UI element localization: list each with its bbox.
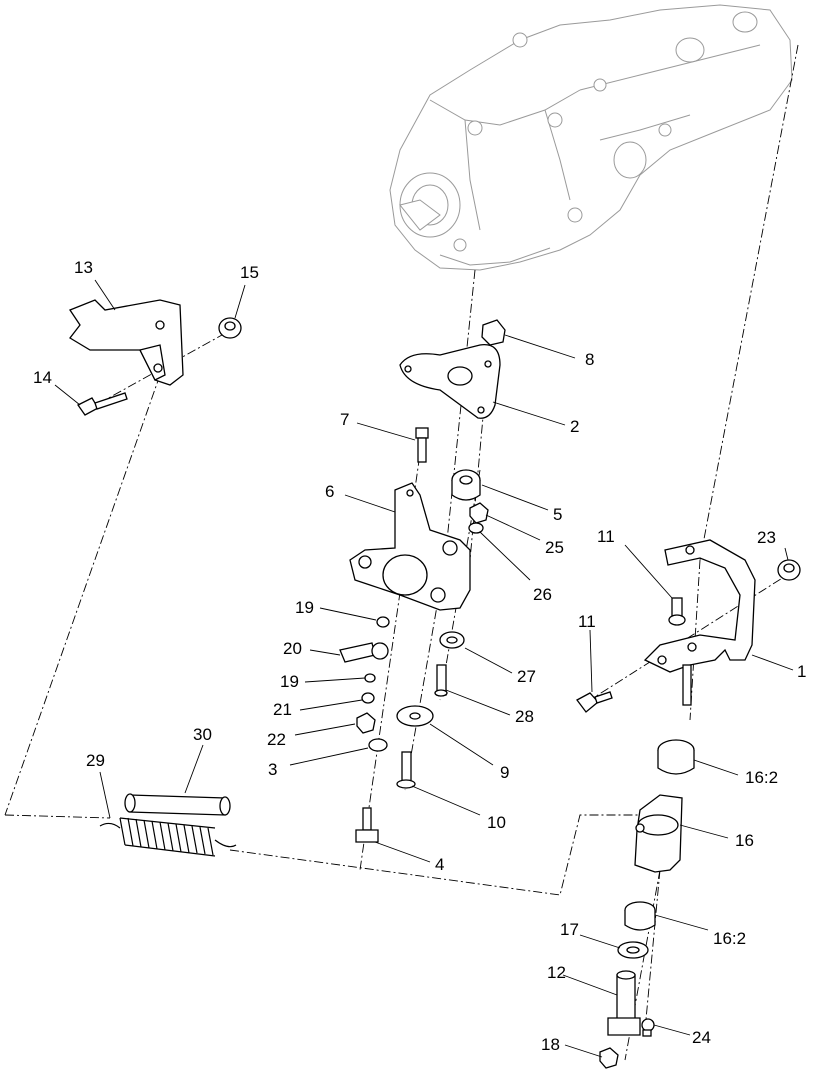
part-1-bracket bbox=[643, 539, 756, 706]
callout-7: 7 bbox=[340, 410, 349, 429]
callout-16-2-b: 16:2 bbox=[713, 929, 746, 948]
part-26-washer bbox=[468, 522, 484, 534]
part-6-lever bbox=[349, 482, 471, 611]
callout-21: 21 bbox=[273, 700, 292, 719]
callout-18: 18 bbox=[541, 1035, 560, 1054]
callout-25: 25 bbox=[545, 538, 564, 557]
part-19-washer-b bbox=[364, 673, 376, 683]
callout-2: 2 bbox=[570, 417, 579, 436]
callout-17: 17 bbox=[560, 920, 579, 939]
callout-19-a: 19 bbox=[295, 598, 314, 617]
part-20-ball-joint bbox=[339, 642, 389, 663]
callout-labels: 13 15 14 8 2 7 6 5 25 26 19 20 19 21 22 … bbox=[33, 258, 806, 1054]
callout-26: 26 bbox=[533, 585, 552, 604]
pump-assembly bbox=[389, 4, 793, 271]
callout-10: 10 bbox=[487, 813, 506, 832]
part-16-2-bushing-top bbox=[657, 739, 695, 775]
part-25-nut bbox=[469, 502, 489, 524]
leader-lines bbox=[54, 279, 794, 1058]
part-10-bolt bbox=[396, 751, 416, 789]
part-19-washer-a bbox=[376, 616, 390, 628]
callout-4: 4 bbox=[435, 855, 444, 874]
part-9-washer bbox=[396, 705, 434, 727]
callout-28: 28 bbox=[515, 707, 534, 726]
callout-19-b: 19 bbox=[280, 672, 299, 691]
part-18-nut bbox=[599, 1047, 619, 1069]
callout-11-a: 11 bbox=[597, 527, 615, 546]
callout-20: 20 bbox=[283, 639, 302, 658]
part-3-washer bbox=[368, 738, 388, 752]
part-30-sleeve bbox=[124, 793, 231, 816]
part-4-bolt bbox=[355, 807, 379, 843]
part-2-plate bbox=[399, 344, 501, 419]
callout-30: 30 bbox=[193, 725, 212, 744]
part-23-nut bbox=[777, 559, 801, 581]
part-21-washer bbox=[361, 692, 375, 704]
callout-8: 8 bbox=[585, 350, 594, 369]
callout-16-2-a: 16:2 bbox=[745, 768, 778, 787]
callout-12: 12 bbox=[547, 963, 566, 982]
callout-27: 27 bbox=[517, 667, 536, 686]
part-15-flange-nut bbox=[218, 317, 242, 339]
part-29-spring bbox=[99, 817, 237, 857]
callout-9: 9 bbox=[500, 763, 509, 782]
callout-6: 6 bbox=[325, 482, 334, 501]
callout-29: 29 bbox=[86, 751, 105, 770]
part-17-washer bbox=[617, 941, 649, 959]
callout-14: 14 bbox=[33, 368, 52, 387]
callout-1: 1 bbox=[797, 662, 806, 681]
part-11-stud-a bbox=[668, 597, 686, 626]
part-8-nut bbox=[481, 319, 506, 346]
part-28-pin bbox=[434, 664, 448, 697]
part-14-bolt bbox=[77, 392, 128, 416]
part-22-nut bbox=[356, 712, 376, 734]
callout-3: 3 bbox=[268, 760, 277, 779]
callout-23: 23 bbox=[757, 528, 776, 547]
part-13-bracket bbox=[69, 299, 184, 386]
part-12-pivot bbox=[607, 970, 641, 1036]
callout-16: 16 bbox=[735, 831, 754, 850]
callout-5: 5 bbox=[553, 505, 562, 524]
callout-11-b: 11 bbox=[578, 612, 596, 631]
part-11-bolt-b bbox=[576, 691, 613, 713]
part-16-arm bbox=[634, 794, 683, 873]
part-27-bushing bbox=[439, 631, 465, 649]
callout-24: 24 bbox=[692, 1028, 711, 1047]
callout-15: 15 bbox=[240, 263, 259, 282]
part-24-grease-fitting bbox=[641, 1018, 655, 1037]
callout-13: 13 bbox=[74, 258, 93, 277]
callout-22: 22 bbox=[267, 730, 286, 749]
part-5-bushing bbox=[451, 469, 481, 501]
part-16-2-bushing-bottom bbox=[624, 901, 656, 931]
part-7-pin bbox=[415, 427, 429, 463]
